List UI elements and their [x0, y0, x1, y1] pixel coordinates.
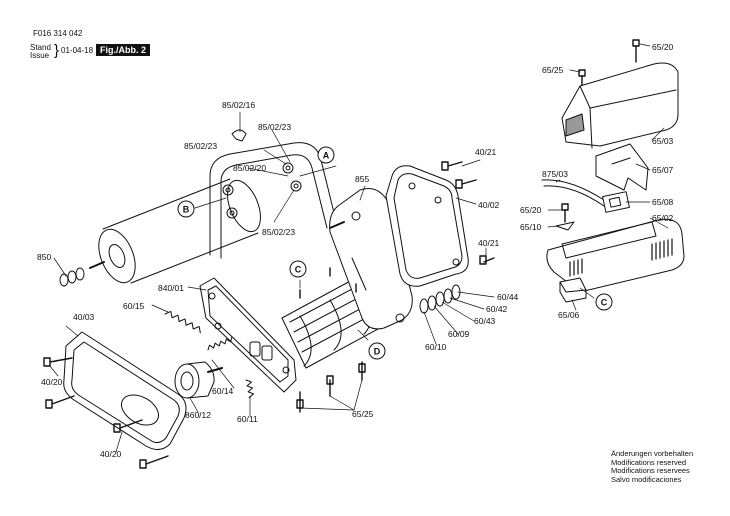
label-60-11: 60/11	[237, 414, 258, 424]
label-40-21-b: 40/21	[478, 238, 500, 248]
brace: }	[54, 42, 60, 59]
label-65-08: 65/08	[652, 197, 674, 207]
label-60-09: 60/09	[448, 329, 470, 339]
label-65-25-top: 65/25	[542, 65, 564, 75]
label-65-07: 65/07	[652, 165, 674, 175]
figure-tag: Fig./Abb. 2	[96, 44, 150, 56]
screws	[43, 39, 640, 469]
note-en: Modifications reserved	[611, 457, 687, 467]
label-40-20-a: 40/20	[41, 377, 63, 387]
callout-c-left: C	[295, 265, 302, 275]
part-65-07	[595, 143, 649, 191]
label-875-03: 875/03	[542, 169, 568, 179]
label-60-14: 60/14	[212, 386, 234, 396]
label-850: 850	[37, 252, 51, 262]
label-85-02-20: 85/02/20	[233, 163, 266, 173]
note-fr: Modifications reservees	[611, 466, 690, 476]
callout-a: A	[323, 151, 330, 161]
callout-b: B	[183, 205, 190, 215]
label-65-10: 65/10	[520, 222, 542, 232]
callout-circles	[177, 146, 613, 360]
washer-stack	[419, 284, 461, 314]
label-40-03: 40/03	[73, 312, 95, 322]
label-860-12: 860/12	[185, 410, 211, 420]
label-840-01: 840/01	[158, 283, 184, 293]
callout-c-right: C	[601, 298, 608, 308]
roller-850	[59, 178, 261, 287]
label-60-43: 60/43	[474, 316, 496, 326]
cover-plate-40-02	[385, 165, 469, 287]
switch-65-08	[541, 179, 630, 231]
label-65-06: 65/06	[558, 310, 580, 320]
callout-d: D	[374, 347, 381, 357]
issue-date: 01-04-18	[61, 46, 94, 55]
label-85-02-23-a: 85/02/23	[258, 122, 291, 132]
note-es: Salvo modificaciones	[611, 474, 682, 484]
leader-lines	[49, 43, 669, 453]
housing-base-65-02	[546, 218, 685, 293]
modification-notes: Änderungen vorbehalten Modifications res…	[611, 449, 694, 484]
gear-860-12	[174, 361, 223, 399]
note-de: Änderungen vorbehalten	[611, 449, 694, 458]
label-60-15: 60/15	[123, 301, 145, 311]
issue-label: Issue	[30, 51, 50, 60]
label-85-02-23-c: 85/02/23	[262, 227, 295, 237]
switch-housing-65-03	[561, 62, 679, 149]
label-65-02: 65/02	[652, 213, 674, 223]
label-40-02: 40/02	[478, 200, 500, 210]
label-60-42: 60/42	[486, 304, 508, 314]
springs	[164, 310, 255, 399]
label-60-10: 60/10	[425, 342, 447, 352]
side-plate-840-01	[199, 277, 297, 393]
label-60-44: 60/44	[497, 292, 519, 302]
label-65-20-mid: 65/20	[520, 205, 542, 215]
part-65-06	[559, 277, 587, 303]
label-65-20-top: 65/20	[652, 42, 674, 52]
label-40-20-b: 40/20	[100, 449, 122, 459]
label-65-03: 65/03	[652, 136, 674, 146]
label-40-21-a: 40/21	[475, 147, 497, 157]
doc-number: F016 314 042	[33, 29, 83, 38]
cover-40-03	[63, 331, 187, 450]
handle-bracket	[209, 129, 338, 259]
label-85-02-23-b: 85/02/23	[184, 141, 217, 151]
label-65-25-bottom: 65/25	[352, 409, 374, 419]
stand-label: Stand	[30, 43, 51, 52]
label-85-02-16: 85/02/16	[222, 100, 255, 110]
label-855: 855	[355, 174, 369, 184]
